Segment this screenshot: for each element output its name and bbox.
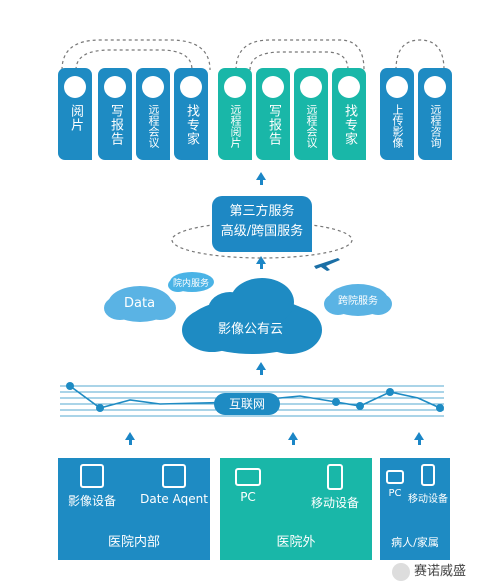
card-label: 远程会议 [147,104,160,148]
arrow-up-icon [125,432,135,445]
doctor-icon [338,76,360,98]
report-icon [104,76,126,98]
consult-icon [424,76,446,98]
card-zhaozhuanjia-2: 找专家 [332,68,366,160]
laptop-icon [386,470,404,484]
report-icon [262,76,284,98]
monitor-icon [224,76,246,98]
mobile-device: 移动设备 [406,464,450,505]
public-cloud-label: 影像公有云 [218,322,284,337]
server-icon [162,464,186,488]
hospital-outside-box: PC 移动设备 医院外 [220,458,372,560]
arrow-up-icon [256,172,266,185]
card-label: 远程阅片 [229,104,242,148]
airplane-icon [314,258,340,271]
cross-hospital-label: 跨院服务 [338,296,378,307]
arrow-up-icon [414,432,424,445]
pc-device: PC [228,464,268,504]
phone-icon [327,464,343,490]
item-label: PC [240,490,256,504]
box-title: 医院内部 [107,535,160,550]
card-label: 写报告 [108,104,123,146]
camera-icon [80,464,104,488]
mobile-device: 移动设备 [304,464,366,511]
card-label: 找专家 [342,104,357,146]
card-label: 写报告 [266,104,281,146]
card-label: 远程会议 [305,104,318,148]
phone-icon [421,464,435,486]
laptop-icon [235,468,261,486]
internet-label: 互联网 [214,393,280,415]
cloud-graphic [104,272,392,354]
card-xiebaogao: 写报告 [98,68,132,160]
third-party-line2: 高级/跨国服务 [220,224,304,239]
card-yuanchenghuiyi-2: 远程会议 [294,68,328,160]
card-label: 远程咨询 [429,104,442,148]
card-shangchuanyingxiang: 上传影像 [380,68,414,160]
card-xiebaogao-2: 写报告 [256,68,290,160]
doctor-icon [180,76,202,98]
item-label: Date Aqent [140,492,208,506]
hospital-inside-box: 影像设备 Date Aqent 医院内部 [58,458,210,560]
data-agent: Date Aqent [140,464,208,506]
item-label: PC [388,488,402,499]
card-label: 找专家 [184,104,199,146]
item-label: 移动设备 [310,496,359,510]
card-yuanchenghuiyi: 远程会议 [136,68,170,160]
box-title: 医院外 [276,535,316,550]
card-zhaozhuanjia: 找专家 [174,68,208,160]
connector-arcs [61,39,445,71]
imaging-device: 影像设备 [64,464,120,509]
in-hospital-label: 院内服务 [173,279,210,289]
watermark: 赛诺威盛 [392,560,496,582]
item-label: 移动设备 [408,494,448,505]
watermark-text: 赛诺威盛 [414,564,467,579]
card-label: 阅片 [68,104,83,132]
pc-device: PC [382,464,408,499]
meeting-icon [300,76,322,98]
image-icon [64,76,86,98]
card-yuanchengyuepian: 远程阅片 [218,68,252,160]
wechat-logo-icon [392,562,410,581]
card-yuepian: 阅片 [58,68,92,160]
third-party-line1: 第三方服务 [229,204,295,219]
meeting-icon [142,76,164,98]
box-title: 病人/家属 [391,536,439,549]
card-label: 上传影像 [391,104,404,148]
data-cloud-label: Data [124,296,156,311]
arrow-up-icon [256,362,266,375]
third-party-box: 第三方服务 高级/跨国服务 [212,196,312,252]
patient-family-box: PC 移动设备 病人/家属 [380,458,450,560]
arrow-up-icon [288,432,298,445]
arrow-up-icon [256,256,266,269]
item-label: 影像设备 [67,494,116,508]
card-yuanchengzixun: 远程咨询 [418,68,452,160]
upload-icon [386,76,408,98]
